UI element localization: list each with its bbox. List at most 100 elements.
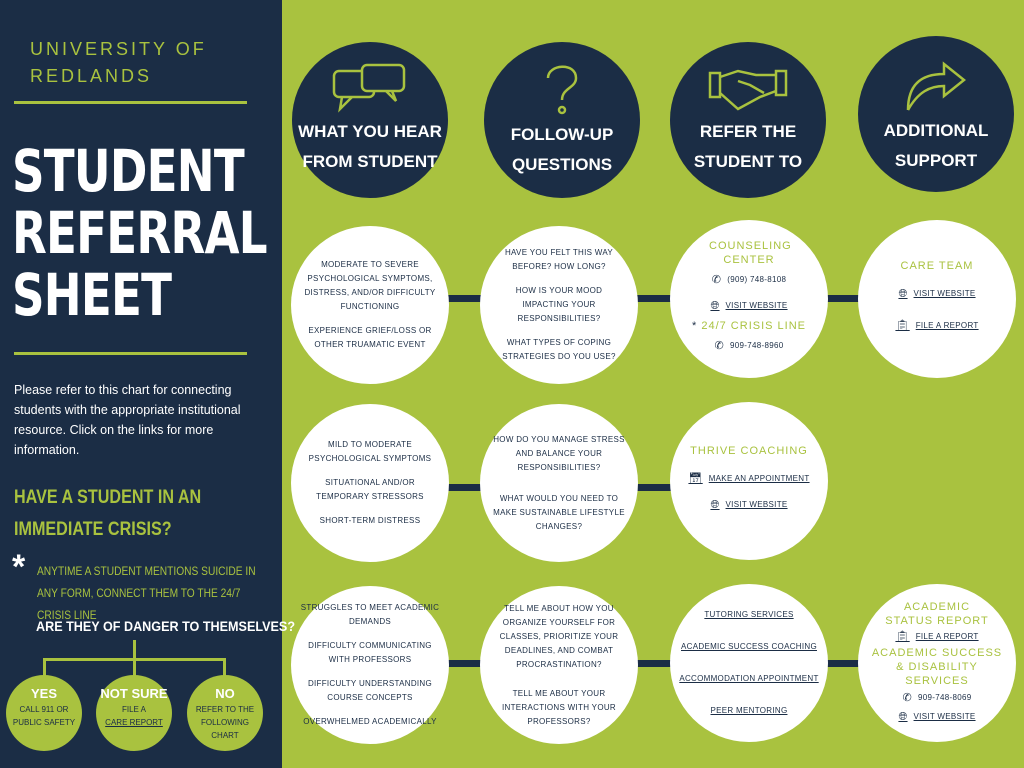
file-report-link[interactable]: 📋︎ FILE A REPORT xyxy=(895,319,978,333)
link-label[interactable]: MAKE AN APPOINTMENT xyxy=(708,474,810,483)
make-appointment-link[interactable]: 📅︎ MAKE AN APPOINTMENT xyxy=(688,472,809,486)
hear-item: MILD TO MODERATE PSYCHOLOGICAL SYMPTOMS xyxy=(308,440,432,463)
header-line: FOLLOW-UP xyxy=(510,125,614,144)
globe-icon: 🌐︎ xyxy=(710,499,720,511)
crisis-phone-item[interactable]: ✆ 909-748-8960 xyxy=(715,339,784,353)
hear-item: SITUATIONAL AND/OR TEMPORARY STRESSORS xyxy=(316,478,424,501)
hear-item: OVERWHELMED ACADEMICALLY xyxy=(303,717,437,726)
phone-item[interactable]: ✆ 909-748-8069 xyxy=(903,691,972,705)
question-mark-icon xyxy=(546,65,578,115)
header-refer: REFER THE STUDENT TO xyxy=(670,42,826,198)
option-text: REFER TO THE xyxy=(195,705,255,714)
care-team-title: CARE TEAM xyxy=(900,260,974,272)
globe-icon: 🌐︎ xyxy=(710,300,720,312)
hear-item: MODERATE TO SEVERE PSYCHOLOGICAL SYMPTOM… xyxy=(304,260,436,311)
asterisk-icon: * xyxy=(12,548,26,586)
arrow-icon xyxy=(906,61,967,111)
question-item: WHAT TYPES OF COPING STRATEGIES DO YOU U… xyxy=(502,338,616,361)
link-label[interactable]: FILE A REPORT xyxy=(915,321,979,330)
option-text: FILE A xyxy=(121,705,146,714)
link-label[interactable]: VISIT WEBSITE xyxy=(725,500,788,509)
questions-circle: TELL ME ABOUT HOW YOU ORGANIZE YOURSELF … xyxy=(480,586,638,744)
header-line: STUDENT TO xyxy=(693,152,803,171)
visit-website-link[interactable]: 🌐︎ VISIT WEBSITE xyxy=(710,299,787,313)
support-circle: CARE TEAM 🌐︎VISIT WEBSITE 📋︎ FILE A REPOR… xyxy=(858,220,1016,378)
questions-circle: HOW DO YOU MANAGE STRESS AND BALANCE YOU… xyxy=(480,404,638,562)
asterisk-icon: * xyxy=(692,320,702,332)
link-label[interactable]: VISIT WEBSITE xyxy=(913,712,976,721)
tree-line xyxy=(133,658,136,678)
danger-question: ARE THEY OF DANGER TO THEMSELVES? xyxy=(36,618,296,634)
university-line: REDLANDS xyxy=(30,66,153,86)
crisis-line: HAVE A STUDENT IN AN xyxy=(14,487,202,508)
header-line: FROM STUDENT xyxy=(302,152,438,171)
peer-mentoring-link[interactable]: PEER MENTORING xyxy=(710,706,788,715)
refer-circle: COUNSELING CENTER ✆(909) 748-8108 🌐︎VISI… xyxy=(670,220,828,378)
hear-item: SHORT-TERM DISTRESS xyxy=(319,516,421,525)
question-item: TELL ME ABOUT YOUR INTERACTIONS WITH YOU… xyxy=(501,688,616,726)
academic-status-title: ACADEMIC STATUS REPORT xyxy=(885,601,989,627)
option-label: YES xyxy=(30,686,57,701)
visit-website-link[interactable]: 🌐︎VISIT WEBSITE xyxy=(898,287,975,301)
care-report-link[interactable]: CARE REPORT xyxy=(105,718,163,727)
crisis-line: IMMEDIATE CRISIS? xyxy=(14,519,172,540)
header-what-you-hear: WHAT YOU HEAR FROM STUDENT xyxy=(292,42,448,198)
support-circle: ACADEMIC STATUS REPORT 📋︎ FILE A REPORT A… xyxy=(858,584,1016,742)
university-name: UNIVERSITY OF REDLANDS xyxy=(30,36,207,90)
option-yes: YES CALL 911 OR PUBLIC SAFETY xyxy=(6,675,82,751)
header-line: WHAT YOU HEAR xyxy=(298,122,442,141)
thrive-coaching-title: THRIVE COACHING xyxy=(690,445,808,457)
refer-circle: THRIVE COACHING 📅︎ MAKE AN APPOINTMENT 🌐︎… xyxy=(670,402,828,560)
question-item: WHAT WOULD YOU NEED TO MAKE SUSTAINABLE … xyxy=(493,493,625,531)
question-item: TELL ME ABOUT HOW YOU ORGANIZE YOURSELF … xyxy=(499,603,619,669)
tutoring-services-link[interactable]: TUTORING SERVICES xyxy=(704,610,794,619)
phone-icon: ✆ xyxy=(902,692,913,704)
phone-number: (909) 748-8108 xyxy=(727,275,787,284)
tree-line xyxy=(133,640,136,660)
phone-item: ✆ (909) 748-8108 xyxy=(712,273,786,287)
file-report-link[interactable]: 📋︎ FILE A REPORT xyxy=(895,630,978,644)
option-text: CALL 911 OR xyxy=(19,705,69,714)
phone-icon: ✆ xyxy=(711,274,722,286)
phone-icon: ✆ xyxy=(714,340,725,352)
question-item: HAVE YOU FELT THIS WAY BEFORE? HOW LONG? xyxy=(504,248,614,271)
accommodation-appointment-link[interactable]: ACCOMMODATION APPOINTMENT xyxy=(679,674,819,683)
link-label[interactable]: VISIT WEBSITE xyxy=(913,289,976,298)
option-text: PUBLIC SAFETY xyxy=(12,718,76,727)
phone-number[interactable]: 909-748-8960 xyxy=(730,341,784,350)
header-line: QUESTIONS xyxy=(511,155,613,174)
calendar-icon: 📅︎ xyxy=(688,473,703,485)
questions-circle: HAVE YOU FELT THIS WAY BEFORE? HOW LONG?… xyxy=(480,226,638,384)
asds-title: ACADEMIC SUCCESS & DISABILITY SERVICES xyxy=(871,647,1003,687)
divider xyxy=(14,101,247,104)
question-item: HOW IS YOUR MOOD IMPACTING YOUR RESPONSI… xyxy=(515,286,603,323)
visit-website-link[interactable]: 🌐︎ VISIT WEBSITE xyxy=(898,710,975,724)
header-line: REFER THE xyxy=(699,122,797,141)
hear-item: DIFFICULTY COMMUNICATING WITH PROFESSORS xyxy=(308,641,432,664)
refer-circle: TUTORING SERVICES ACADEMIC SUCCESS COACH… xyxy=(670,584,828,742)
hear-item: EXPERIENCE GRIEF/LOSS OR OTHER TRUAMATIC… xyxy=(308,326,432,349)
clipboard-icon: 📋︎ xyxy=(895,320,910,332)
academic-success-coaching-link[interactable]: ACADEMIC SUCCESS COACHING xyxy=(681,642,817,651)
phone-number[interactable]: 909-748-8069 xyxy=(918,693,972,702)
link-label[interactable]: VISIT WEBSITE xyxy=(725,301,788,310)
visit-website-link[interactable]: 🌐︎ VISIT WEBSITE xyxy=(710,498,787,512)
option-text: CHART xyxy=(211,731,239,740)
hear-item: STRUGGLES TO MEET ACADEMIC DEMANDS xyxy=(300,603,440,626)
tree-line xyxy=(43,658,46,678)
option-text: FOLLOWING xyxy=(200,718,249,727)
clipboard-icon: 📋︎ xyxy=(895,631,910,643)
title-line: STUDENT xyxy=(12,137,245,205)
option-not-sure: NOT SURE FILE A CARE REPORT xyxy=(96,675,172,751)
divider xyxy=(14,352,247,355)
globe-icon: 🌐︎ xyxy=(898,711,908,723)
option-label: NOT SURE xyxy=(100,686,168,701)
university-line: UNIVERSITY OF xyxy=(30,39,207,59)
link-label[interactable]: FILE A REPORT xyxy=(915,632,979,641)
hear-item: DIFFICULTY UNDERSTANDING COURSE CONCEPTS xyxy=(307,679,433,702)
title-line: SHEET xyxy=(12,261,172,329)
